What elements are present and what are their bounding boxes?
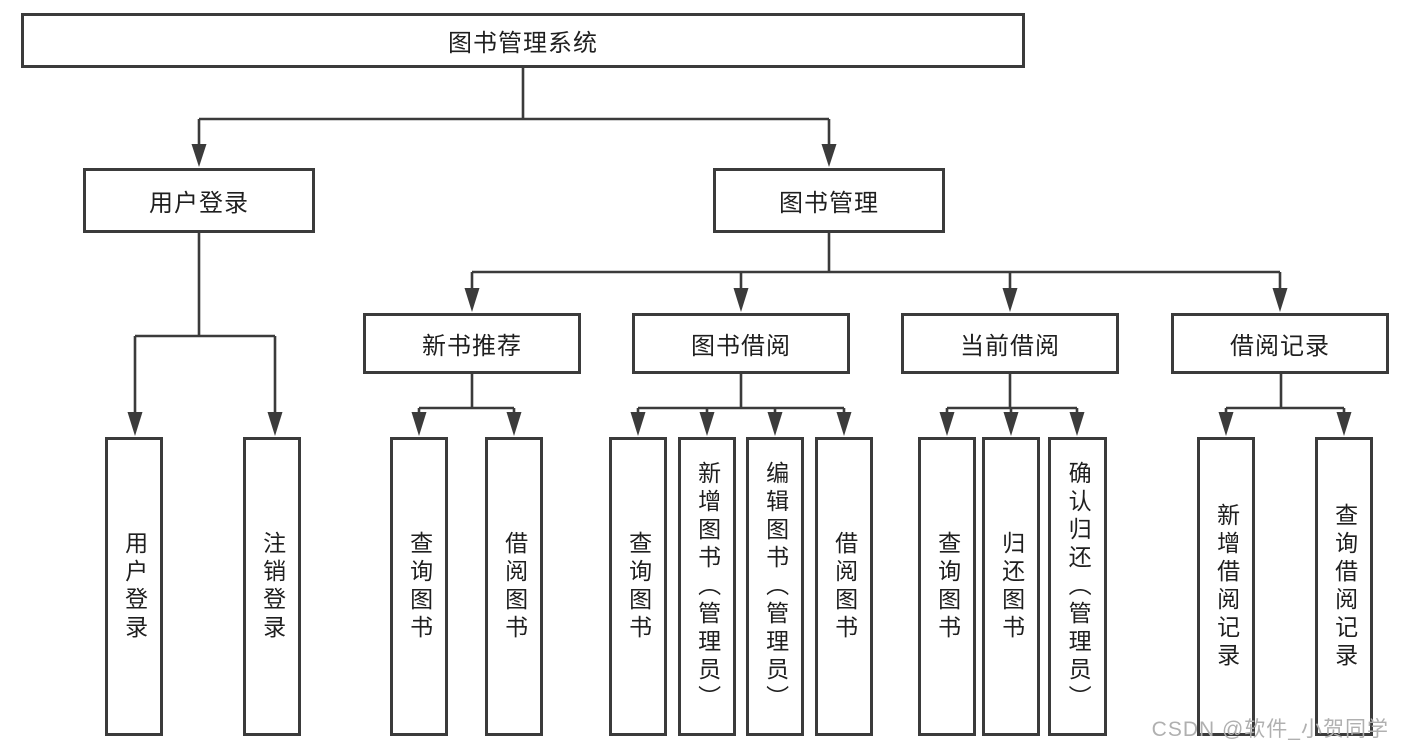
node-label: 借阅记录 xyxy=(1230,333,1330,360)
node-label: 图书借阅 xyxy=(691,333,791,360)
leaf-confirm-return-admin: 确认归还（管理员） xyxy=(1048,437,1107,736)
leaf-add-borrow-record: 新增借阅记录 xyxy=(1197,437,1255,736)
leaf-query-books-recommend: 查询图书 xyxy=(390,437,448,736)
node-user-login: 用户登录 xyxy=(83,168,315,233)
leaf-borrow-books: 借阅图书 xyxy=(815,437,873,736)
node-current-borrowing: 当前借阅 xyxy=(901,313,1119,374)
csdn-watermark: CSDN @软件_小贺同学 xyxy=(1151,718,1389,741)
leaf-borrow-books-recommend: 借阅图书 xyxy=(485,437,543,736)
node-label: 查询图书 xyxy=(406,530,433,643)
node-label: 用户登录 xyxy=(149,190,249,217)
leaf-edit-books-admin: 编辑图书（管理员） xyxy=(746,437,804,736)
node-label: 新增图书（管理员） xyxy=(694,460,721,713)
node-new-book-recommendation: 新书推荐 xyxy=(363,313,581,374)
node-label: 新增借阅记录 xyxy=(1213,502,1240,671)
leaf-logout: 注销登录 xyxy=(243,437,301,736)
node-label: 用户登录 xyxy=(121,530,148,643)
leaf-user-login: 用户登录 xyxy=(105,437,163,736)
arrowheads xyxy=(127,144,1352,436)
node-library-management-system: 图书管理系统 xyxy=(21,13,1025,68)
node-label: 查询借阅记录 xyxy=(1331,502,1358,671)
node-label: 借阅图书 xyxy=(501,530,528,643)
node-book-management: 图书管理 xyxy=(713,168,945,233)
node-label: 借阅图书 xyxy=(831,530,858,643)
node-label: 编辑图书（管理员） xyxy=(762,460,789,713)
node-label: 归还图书 xyxy=(998,530,1025,643)
node-label: 当前借阅 xyxy=(960,333,1060,360)
node-borrowing-records: 借阅记录 xyxy=(1171,313,1389,374)
node-label: 查询图书 xyxy=(625,530,652,643)
node-label: 查询图书 xyxy=(934,530,961,643)
leaf-return-books: 归还图书 xyxy=(982,437,1040,736)
node-label: 注销登录 xyxy=(259,530,286,643)
leaf-query-borrow-record: 查询借阅记录 xyxy=(1315,437,1373,736)
leaf-query-books-borrowing: 查询图书 xyxy=(609,437,667,736)
node-label: 图书管理 xyxy=(779,190,879,217)
node-label: 确认归还（管理员） xyxy=(1065,460,1092,713)
node-label: 图书管理系统 xyxy=(448,30,598,57)
node-label: 新书推荐 xyxy=(422,333,522,360)
leaf-query-books-current: 查询图书 xyxy=(918,437,976,736)
leaf-add-books-admin: 新增图书（管理员） xyxy=(678,437,736,736)
node-book-borrowing: 图书借阅 xyxy=(632,313,850,374)
